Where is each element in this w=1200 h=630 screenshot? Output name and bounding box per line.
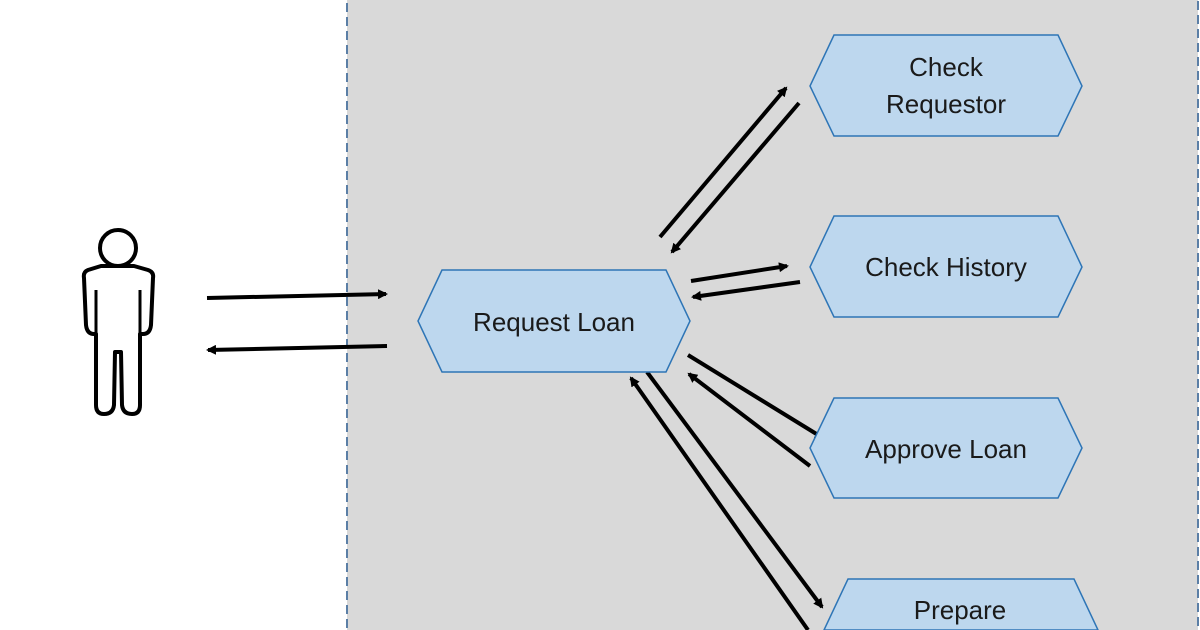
arrow-request-loan-to-actor: [206, 344, 388, 355]
arrow-request-loan-to-approve-loan: [686, 353, 825, 440]
arrow-check-history-to-request-loan: [691, 280, 801, 301]
use-case-check-history: Check History: [809, 215, 1083, 318]
arrow-approve-loan-to-request-loan: [687, 372, 812, 468]
arrow-actor-to-request-loan: [206, 289, 388, 300]
arrow-request-loan-to-prepare: [645, 370, 824, 609]
use-case-request-loan: Request Loan: [417, 269, 691, 373]
approve-loan-label: Approve Loan: [865, 434, 1027, 464]
arrow-prepare-to-request-loan: [629, 376, 810, 630]
prepare-label: Prepare: [914, 595, 1007, 625]
check-requestor-label-line1: Check: [909, 52, 984, 82]
use-case-prepare: Prepare: [823, 578, 1099, 630]
use-case-approve-loan: Approve Loan: [809, 397, 1083, 499]
arrow-request-loan-to-check-history: [690, 262, 789, 283]
arrow-request-loan-to-check-requestor: [658, 86, 788, 239]
arrow-check-requestor-to-request-loan: [670, 101, 801, 254]
check-requestor-label-line2: Requestor: [886, 89, 1006, 119]
check-history-label: Check History: [865, 252, 1027, 282]
use-case-check-requestor: Check Requestor: [809, 34, 1083, 137]
actor-figure-icon: [81, 228, 156, 416]
request-loan-label: Request Loan: [473, 307, 635, 337]
